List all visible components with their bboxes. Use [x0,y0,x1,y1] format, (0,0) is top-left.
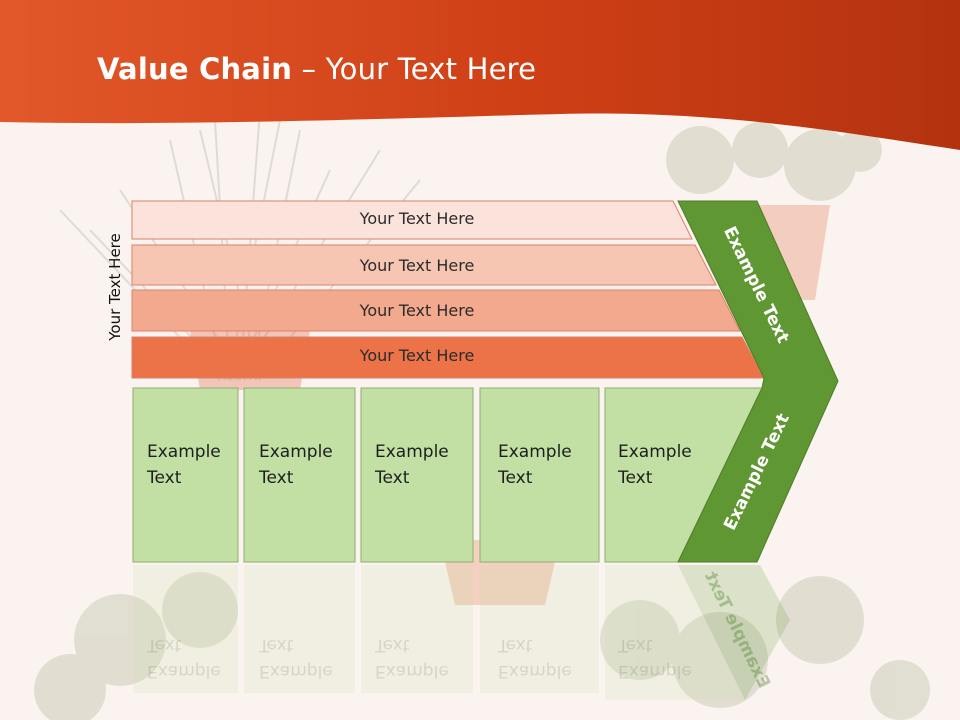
activity-box-label-3: Example Text [375,442,449,488]
page-title: Value Chain – Your Text Here [97,52,537,86]
bar-label-2: Your Text Here [359,256,475,275]
diagram-reflection [133,565,790,700]
process-bar-3 [131,289,741,332]
activity-box-reflection-4: Example Text [498,635,572,681]
bar-label-4: Your Text Here [359,346,475,365]
activity-box-label-5: Example Text [618,442,692,488]
activity-box-2 [243,387,356,563]
activity-box-label-4: Example Text [498,442,572,488]
activity-box-reflection-2: Example Text [259,635,333,681]
activity-box-3 [360,387,474,563]
process-bar-1 [131,200,693,240]
activity-box-reflection-1: Example Text [147,635,221,681]
bar-label-1: Your Text Here [359,209,475,228]
activity-box-1 [132,387,239,563]
process-bar-2 [131,244,717,286]
header-band [0,0,960,150]
activity-box-reflection-3: Example Text [375,635,449,681]
leaf-clusters [34,122,930,720]
activity-box-label-1: Example Text [147,442,221,488]
margin-chevron [677,200,839,563]
bar-label-3: Your Text Here [359,301,475,320]
activity-box-reflection-5: Example Text [618,635,692,681]
activity-box-4 [479,387,600,563]
activity-box-label-2: Example Text [259,442,333,488]
